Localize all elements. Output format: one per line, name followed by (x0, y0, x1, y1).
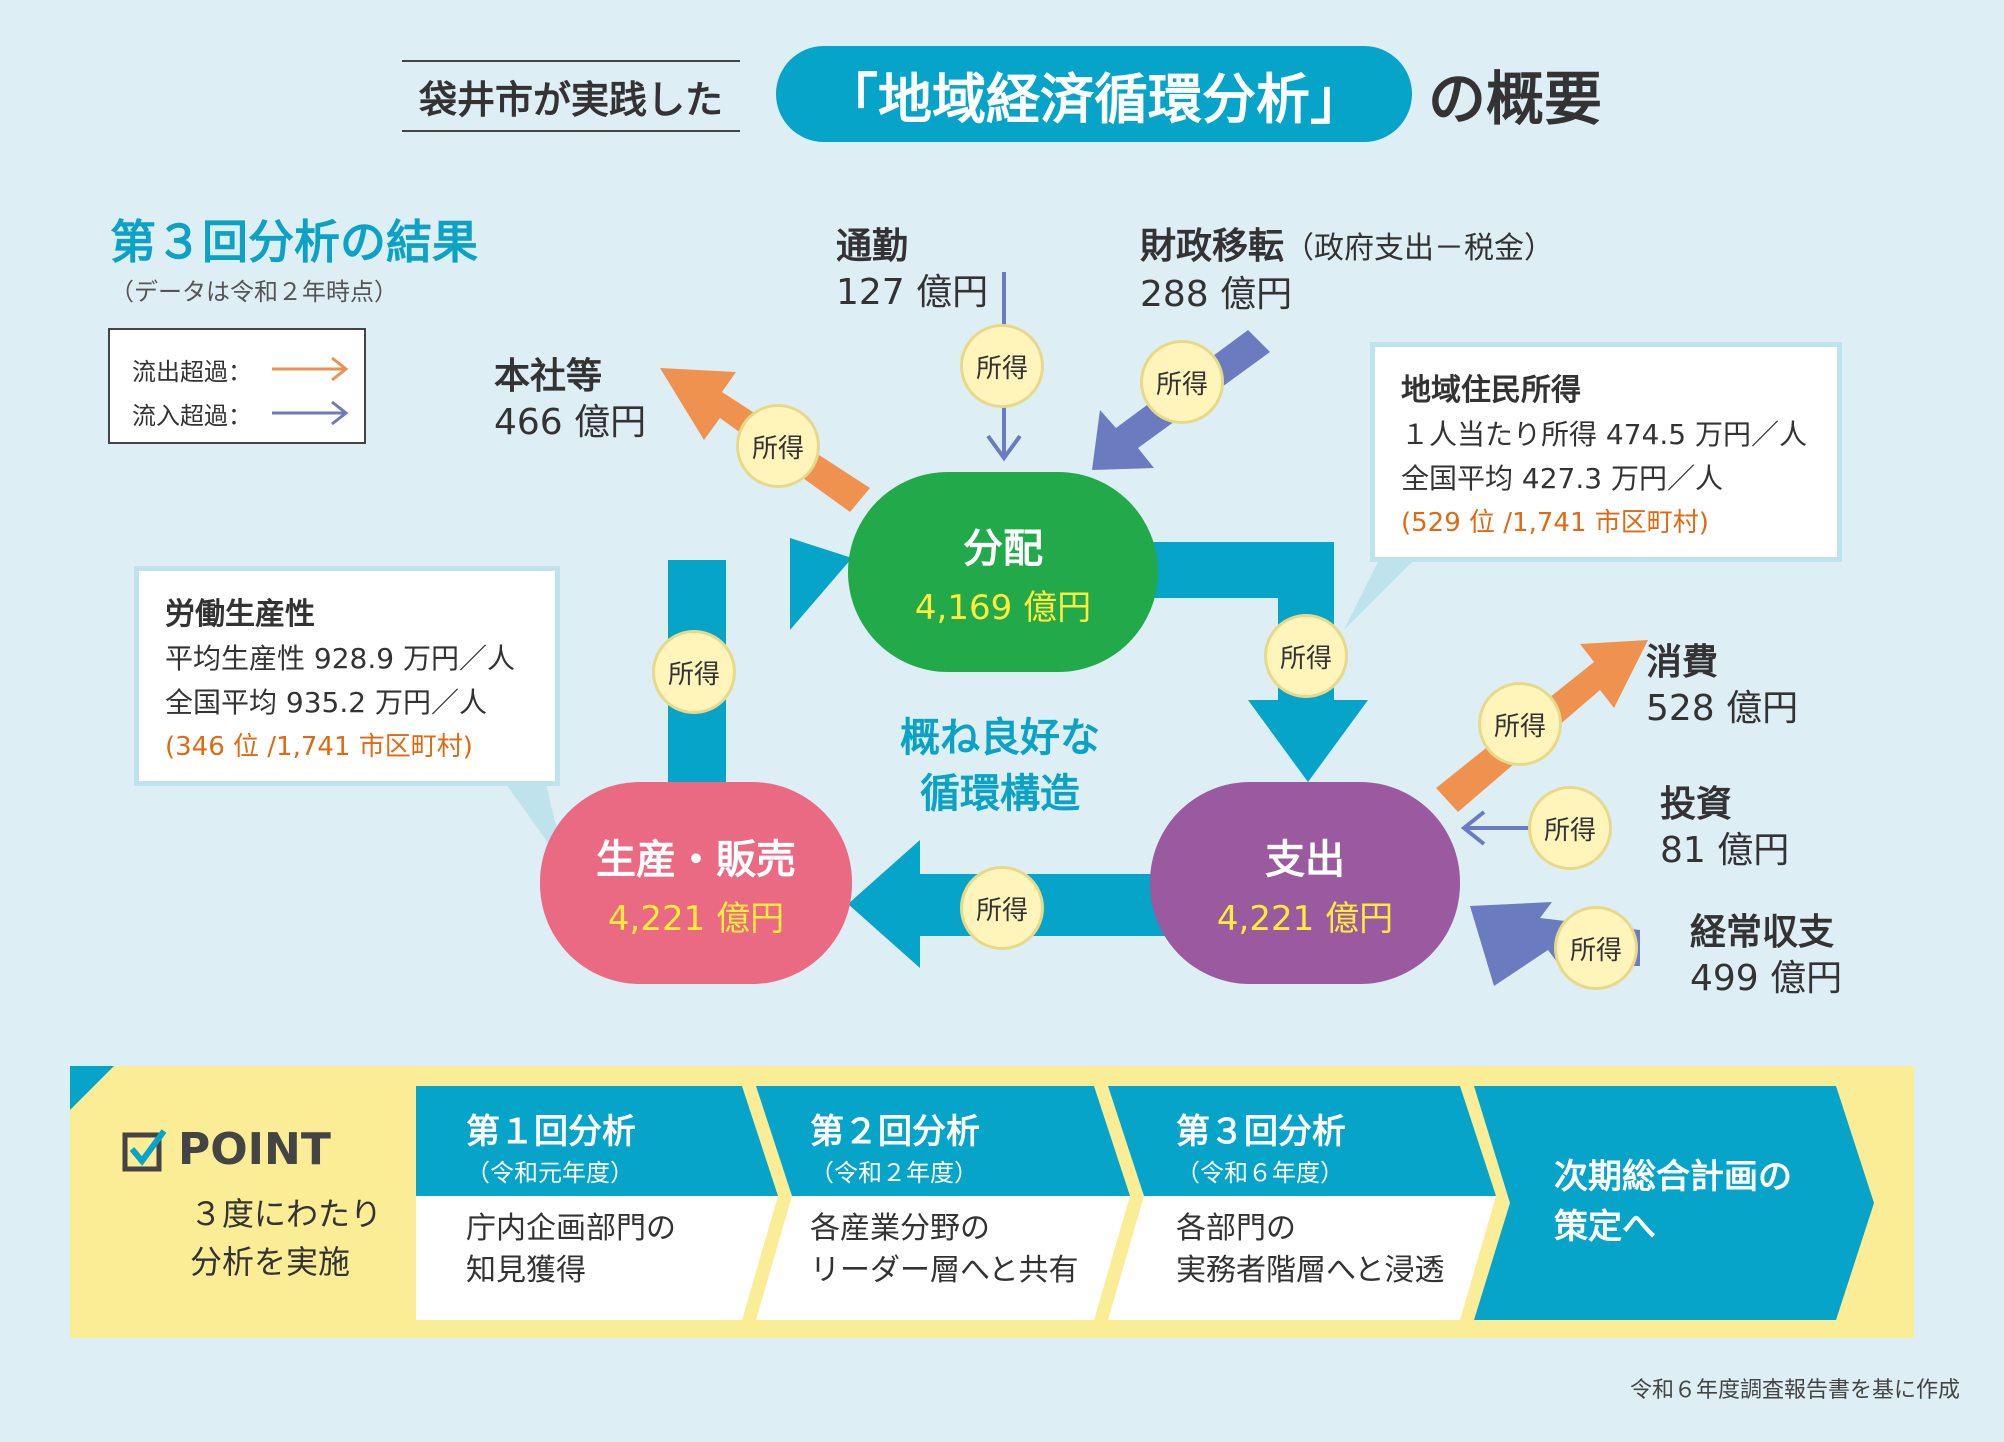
loop-arrow-production-to-distribution (668, 538, 852, 790)
callout-labor-productivity-rank: (346 位 /1,741 市区町村) (165, 732, 473, 762)
flow-fiscal: 財政移転（政府支出－税金） 288 億円 (1140, 224, 1554, 318)
step-3-header: 第３回分析 （令和６年度） (1176, 1104, 1346, 1188)
flow-consumption-name: 消費 (1646, 642, 1719, 683)
legend-outflow-arrow-icon (272, 356, 349, 382)
legend: 流出超過： 流入超過： (108, 328, 366, 444)
step-1-header: 第１回分析 （令和元年度） (466, 1104, 636, 1188)
step-3-body-line1: 各部門の (1176, 1211, 1296, 1246)
source-note: 令和６年度調査報告書を基に作成 (1629, 1378, 1960, 1403)
income-badge-investment: 所得 (1528, 786, 1612, 870)
flow-consumption: 消費 528 億円 (1646, 640, 1798, 732)
step-3-body-line2: 実務者階層へと浸透 (1176, 1253, 1445, 1288)
final-step-shape (1474, 1086, 1874, 1320)
flow-commute-value: 127 億円 (836, 272, 989, 313)
flow-commute: 通勤 127 億円 (836, 224, 988, 316)
flow-headquarters: 本社等 466 億円 (494, 354, 646, 446)
step-2-header: 第２回分析 （令和２年度） (810, 1104, 980, 1188)
flow-investment-value: 81 億円 (1660, 830, 1790, 871)
income-badge-commute: 所得 (960, 324, 1044, 408)
income-badge-fiscal: 所得 (1140, 340, 1224, 424)
callout-resident-income-heading: 地域住民所得 (1401, 373, 1581, 408)
flow-consumption-value: 528 億円 (1646, 688, 1799, 729)
circulation-label: 概ね良好な 循環構造 (880, 710, 1120, 822)
node-production-name: 生産・販売 (596, 836, 796, 883)
title-main: 「地域経済循環分析」 (776, 46, 1412, 142)
point-title: POINT (122, 1124, 331, 1175)
callout-labor-productivity-heading: 労働生産性 (165, 597, 315, 632)
flow-investment-name: 投資 (1660, 784, 1733, 825)
callout-labor-productivity-line1: 平均生産性 928.9 万円／人 (165, 642, 515, 675)
income-callout-tail (1344, 554, 1414, 630)
income-badge-production-loop: 所得 (652, 630, 736, 714)
income-badge-distribution-loop: 所得 (1264, 614, 1348, 698)
section-note: （データは令和２年時点） (110, 278, 398, 306)
section-title: 第３回分析の結果 (110, 215, 478, 269)
point-desc: ３度にわたり 分析を実施 (190, 1190, 382, 1286)
income-badge-expenditure-loop: 所得 (960, 866, 1044, 950)
step-1-body-line1: 庁内企画部門の (466, 1211, 676, 1246)
flow-investment: 投資 81 億円 (1660, 782, 1789, 874)
step-2-sub: （令和２年度） (810, 1159, 978, 1187)
flow-current-account: 経常収支 499 億円 (1690, 910, 1842, 1002)
step-2-body-line2: リーダー層へと共有 (810, 1253, 1079, 1288)
node-distribution-name: 分配 (963, 525, 1043, 572)
circulation-label-line1: 概ね良好な (900, 715, 1100, 761)
income-badge-current-account: 所得 (1554, 906, 1638, 990)
circulation-label-line2: 循環構造 (920, 771, 1080, 817)
checkbox-icon (122, 1128, 167, 1171)
flow-current-account-name: 経常収支 (1690, 912, 1835, 953)
callout-resident-income: 地域住民所得 １人当たり所得 474.5 万円／人 全国平均 427.3 万円／… (1370, 342, 1842, 562)
final-step-line2: 策定へ (1554, 1207, 1656, 1247)
point-desc-line1: ３度にわたり (190, 1195, 383, 1233)
flow-fiscal-sub: （政府支出－税金） (1284, 231, 1555, 266)
callout-labor-productivity: 労働生産性 平均生産性 928.9 万円／人 全国平均 935.2 万円／人 (… (134, 566, 560, 786)
flow-headquarters-value: 466 億円 (494, 402, 647, 443)
step-1-shape (416, 1086, 778, 1320)
loop-arrow-distribution-to-expenditure (1150, 542, 1368, 782)
step-2-body-line1: 各産業分野の (810, 1211, 990, 1246)
point-title-text: POINT (178, 1124, 331, 1175)
callout-labor-productivity-line2: 全国平均 935.2 万円／人 (165, 686, 487, 719)
callout-resident-income-line1: １人当たり所得 474.5 万円／人 (1401, 418, 1807, 451)
point-desc-line2: 分析を実施 (190, 1243, 351, 1281)
step-2-body: 各産業分野の リーダー層へと共有 (810, 1208, 1079, 1292)
title-suffix: の概要 (1428, 65, 1603, 133)
legend-inflow-label: 流入超過： (132, 402, 252, 430)
legend-inflow-arrow-icon (272, 400, 349, 426)
callout-resident-income-line2: 全国平均 427.3 万円／人 (1401, 462, 1723, 495)
title-prefix: 袋井市が実践した (402, 60, 740, 132)
step-3-sub: （令和６年度） (1176, 1159, 1344, 1187)
point-corner (70, 1066, 114, 1110)
node-expenditure-value: 4,221 億円 (1216, 898, 1394, 939)
step-1-body: 庁内企画部門の 知見獲得 (466, 1208, 676, 1292)
step-1-title: 第１回分析 (466, 1112, 636, 1152)
final-step-line1: 次期総合計画の (1554, 1157, 1792, 1197)
node-production-value: 4,221 億円 (607, 898, 785, 939)
step-3-title: 第３回分析 (1176, 1112, 1346, 1152)
callout-resident-income-rank: (529 位 /1,741 市区町村) (1401, 508, 1709, 538)
step-1-sub: （令和元年度） (466, 1159, 634, 1187)
step-3-body: 各部門の 実務者階層へと浸透 (1176, 1208, 1445, 1292)
income-badge-headquarters: 所得 (736, 404, 820, 488)
node-expenditure: 支出 4,221 億円 (1150, 782, 1460, 984)
flow-commute-name: 通勤 (836, 226, 909, 267)
step-2-title: 第２回分析 (810, 1112, 980, 1152)
flow-fiscal-name: 財政移転 (1140, 226, 1285, 267)
flow-headquarters-name: 本社等 (494, 356, 603, 397)
flow-current-account-value: 499 億円 (1690, 958, 1843, 999)
income-badge-consumption: 所得 (1478, 682, 1562, 766)
node-expenditure-name: 支出 (1265, 836, 1345, 883)
legend-outflow-label: 流出超過： (132, 358, 252, 386)
step-1-body-line2: 知見獲得 (466, 1253, 586, 1288)
step-2-shape (756, 1086, 1130, 1320)
node-distribution: 分配 4,169 億円 (848, 472, 1158, 672)
final-step-text: 次期総合計画の 策定へ (1554, 1152, 1792, 1252)
step-3-shape (1108, 1086, 1496, 1320)
node-distribution-value: 4,169 億円 (914, 587, 1092, 628)
flow-fiscal-value: 288 億円 (1140, 274, 1293, 315)
node-production: 生産・販売 4,221 億円 (540, 782, 852, 984)
